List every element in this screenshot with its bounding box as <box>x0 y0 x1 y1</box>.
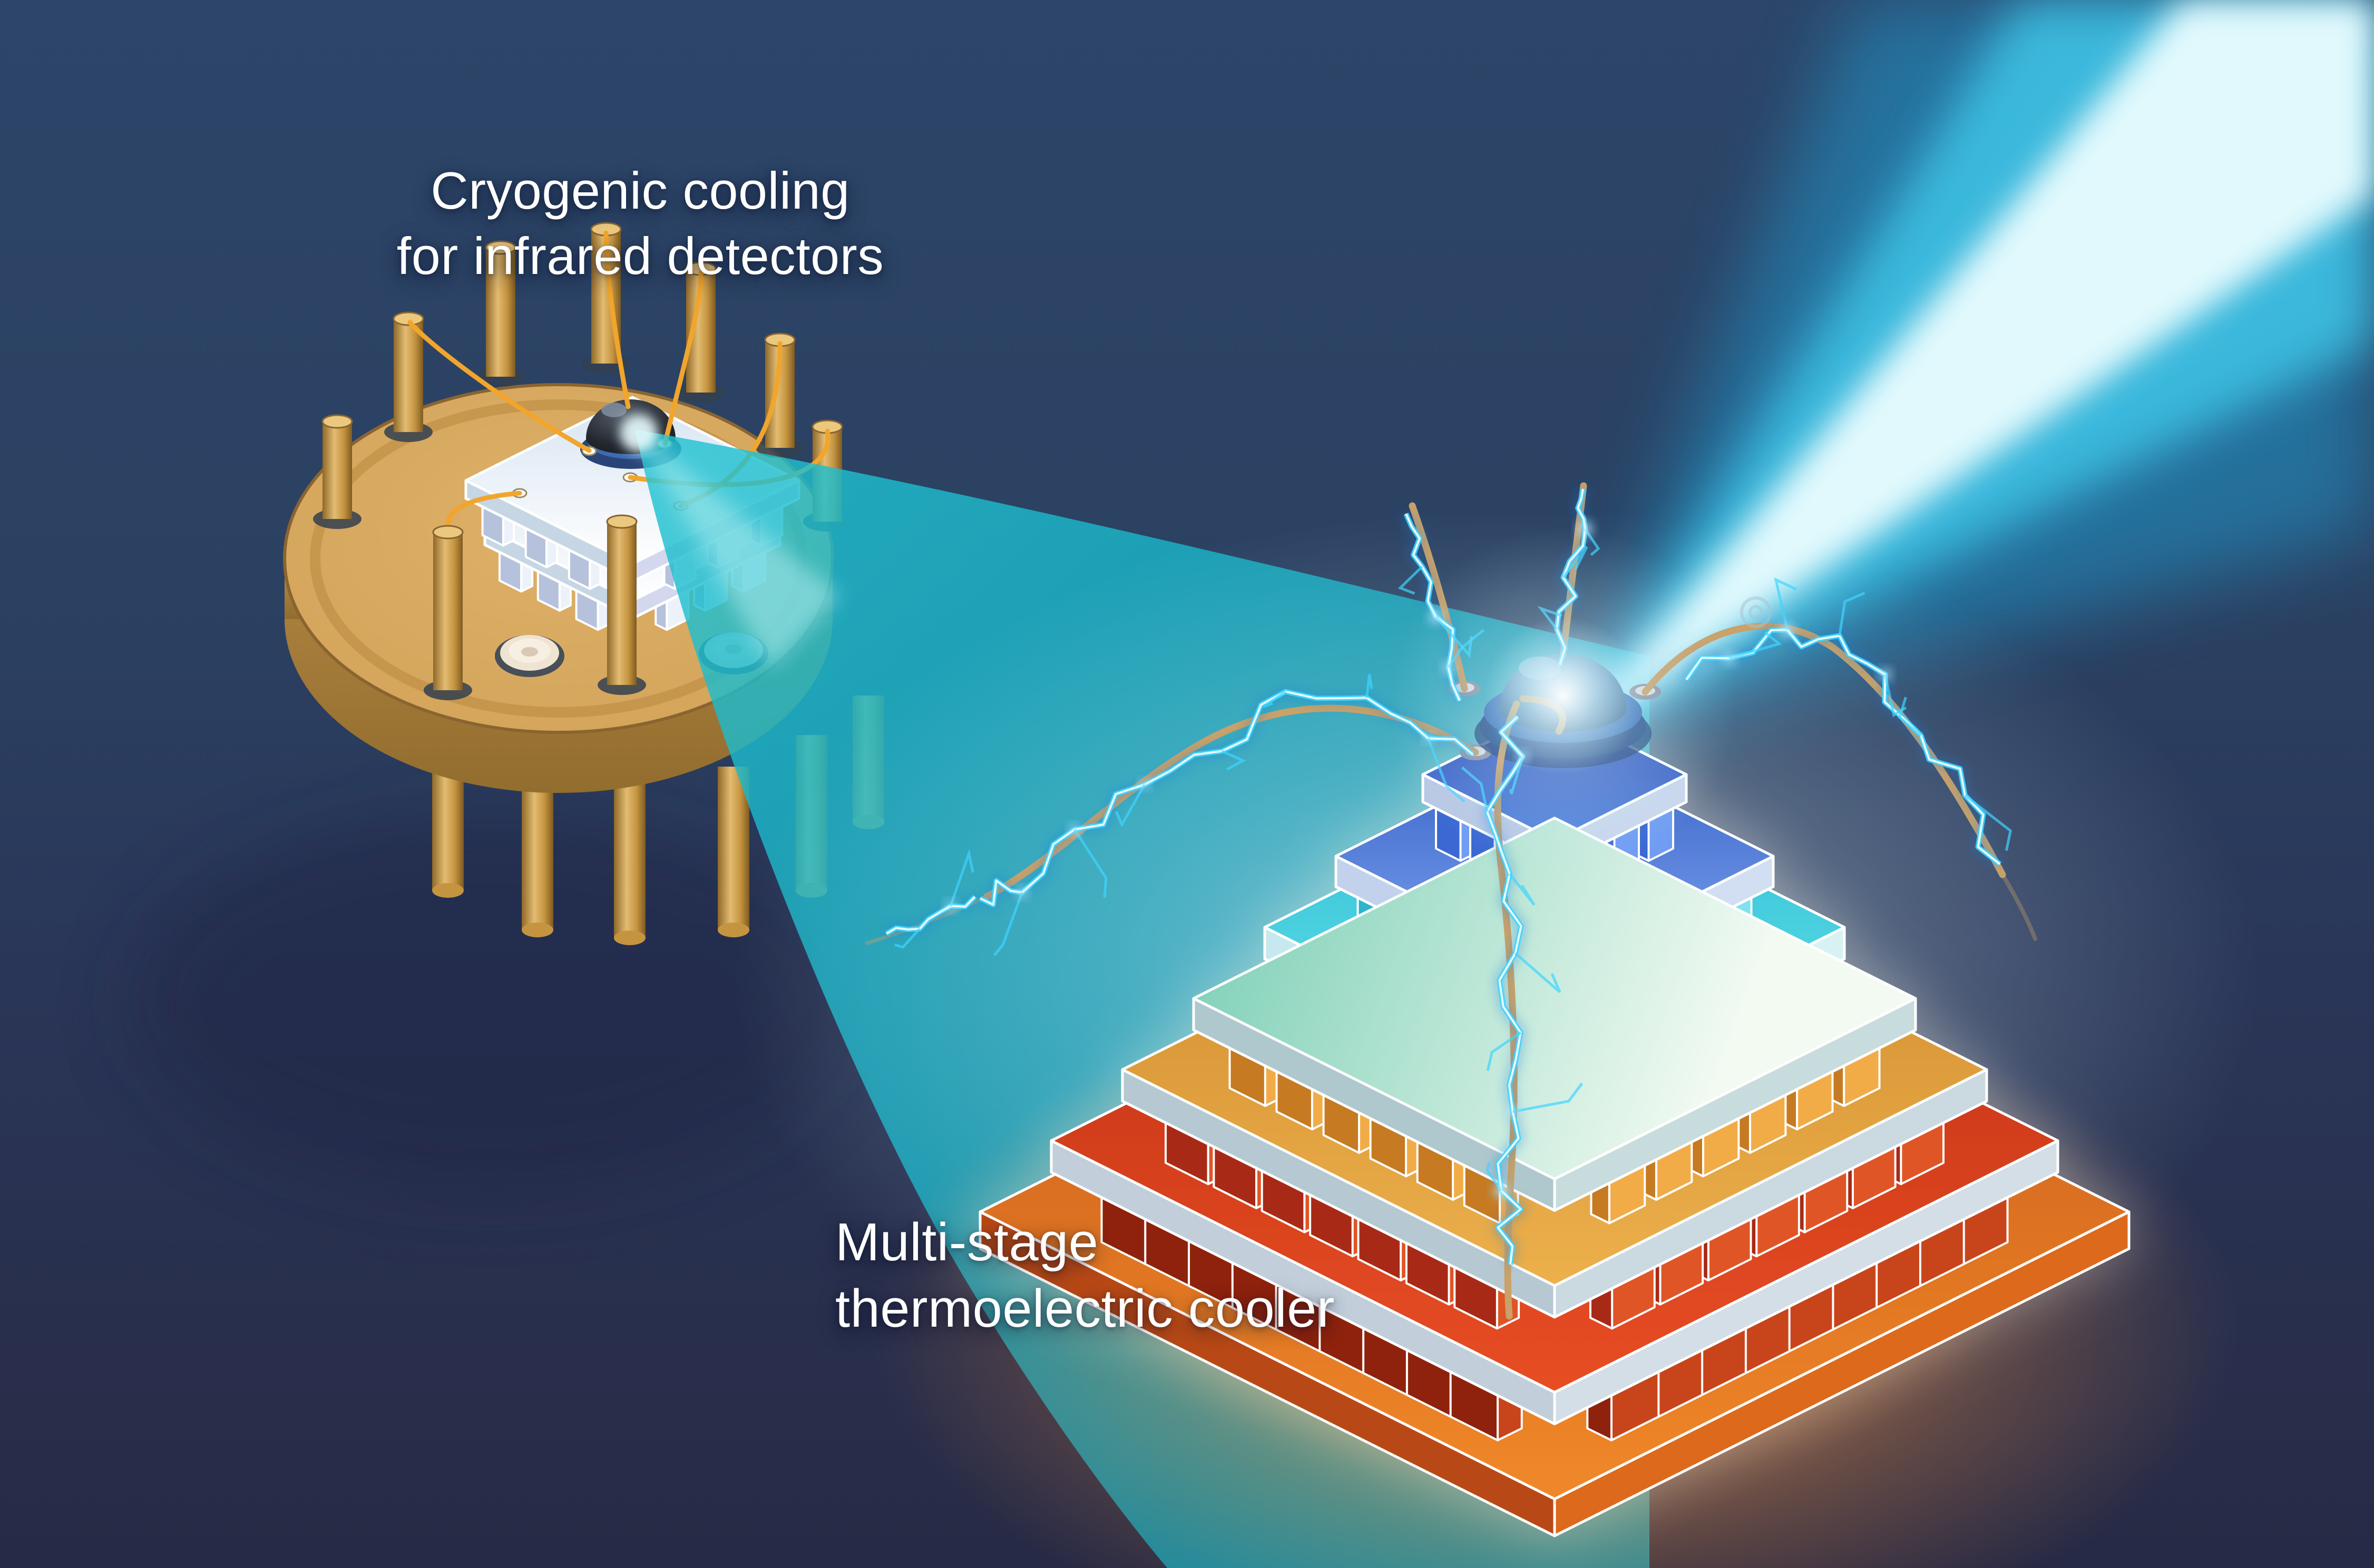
ripple-ring-decor <box>1740 596 1772 628</box>
label-cryogenic-line2: for infrared detectors <box>396 226 884 285</box>
to-can-shadow <box>132 811 848 1191</box>
to-can-leg <box>522 767 553 937</box>
label-tec-line1: Multi-stage <box>835 1213 1099 1272</box>
tec-stage-4 <box>1192 817 1917 1212</box>
standoff-insulator <box>495 635 564 677</box>
tec-pyramid <box>979 681 2131 1537</box>
beam-impact-bloom <box>1389 527 1737 875</box>
label-cryogenic-line1: Cryogenic cooling <box>431 161 850 220</box>
label-cryogenic-cooling: Cryogenic cooling for infrared detectors <box>219 158 1062 289</box>
to-can-leg <box>614 775 646 945</box>
label-multistage-tec: Multi-stage thermoelectric cooler <box>835 1209 1731 1342</box>
label-tec-line2: thermoelectric cooler <box>835 1279 1335 1339</box>
